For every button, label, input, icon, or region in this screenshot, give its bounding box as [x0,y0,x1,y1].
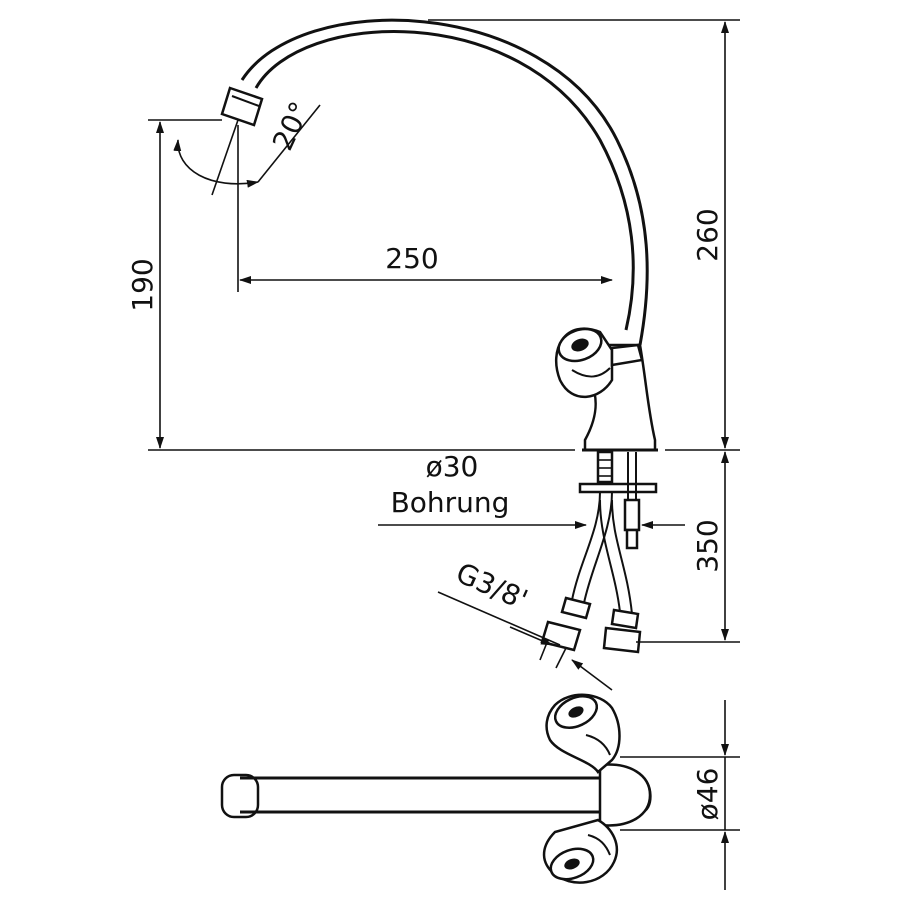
dimension-bore: ø30 Bohrung [378,450,685,529]
dim-label-260: 260 [691,208,724,261]
top-view-spout [220,763,652,827]
dimension-46: ø46 [620,700,740,890]
dimension-350: 350 [636,451,740,643]
dim-label-250: 250 [385,242,438,275]
dimension-thread: G3/8' [437,556,613,691]
dim-label-350: 350 [691,519,724,572]
dim-label-angle: 20° [266,97,317,156]
top-view-handle-upper [545,693,621,774]
dim-label-46: ø46 [691,768,724,821]
dim-label-bore: Bohrung [391,486,510,519]
aerator-nozzle [220,86,264,127]
dimension-260: 260 [428,19,740,451]
dimension-250: 250 [237,125,613,292]
top-view-handle-lower [542,818,619,884]
dim-label-bore-diameter: ø30 [426,450,479,483]
supply-tails [578,450,658,550]
dimension-190: 190 [126,119,575,451]
dim-label-190: 190 [126,258,159,311]
spout-arc [240,18,649,346]
dim-label-thread: G3/8' [451,556,532,616]
flex-hoses [540,491,642,654]
mixer-handle [555,327,644,399]
